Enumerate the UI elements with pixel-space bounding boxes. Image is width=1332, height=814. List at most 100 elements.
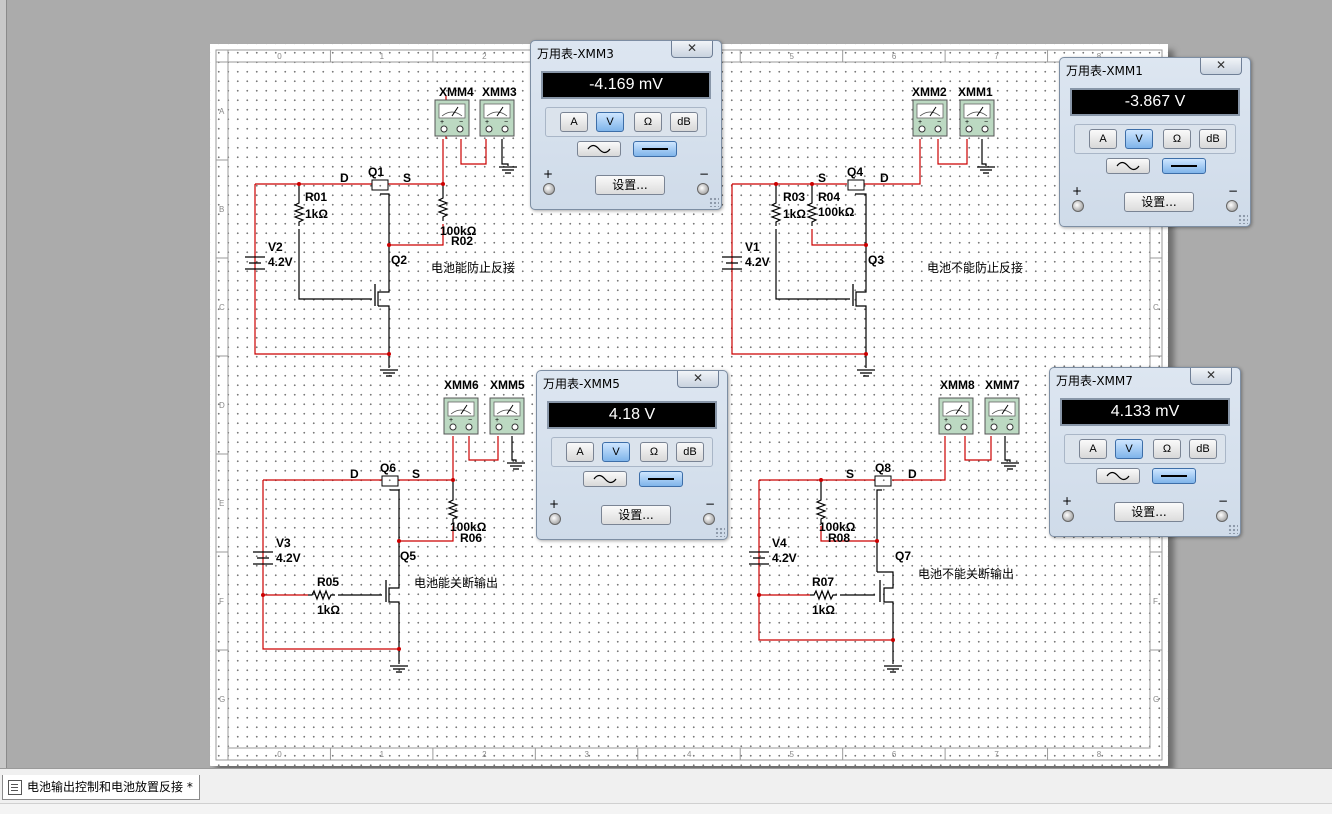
- v4-label: V4: [772, 536, 787, 550]
- dc-mode-button[interactable]: [1162, 158, 1206, 174]
- settings-button[interactable]: 设置...: [595, 175, 665, 195]
- positive-terminal[interactable]: [1062, 510, 1074, 522]
- xmm2-label: XMM2: [912, 85, 947, 99]
- multimeter-window-xmm1[interactable]: 万用表-XMM1 ✕ -3.867 V A V Ω dB + − 设置...: [1059, 57, 1251, 227]
- sheet-column-number: 3: [585, 750, 590, 759]
- db-mode-button[interactable]: dB: [676, 442, 704, 462]
- xmm4-label: XMM4: [439, 85, 474, 99]
- settings-button[interactable]: 设置...: [1114, 502, 1184, 522]
- r01-label: R01: [305, 190, 327, 204]
- sheet-row-letter: F: [219, 597, 224, 606]
- v3-label: V3: [276, 536, 291, 550]
- sheet-column-number: 7: [994, 750, 999, 759]
- ohmmeter-mode-button[interactable]: Ω: [634, 112, 662, 132]
- sheet-column-number: 5: [789, 750, 794, 759]
- voltmeter-mode-button[interactable]: V: [596, 112, 624, 132]
- q4-label: Q4: [847, 165, 863, 179]
- circuit-top-right: Q4 S D R03 1kΩ R04 100kΩ V1 4.2V Q3 XMM2…: [722, 85, 1023, 377]
- sheet-column-number: 6: [892, 52, 897, 61]
- sheet-column-number: 5: [789, 52, 794, 61]
- resize-grip[interactable]: [1228, 524, 1238, 534]
- workspace: + − 001122334455667788AABBCCDDEEFFGG: [0, 0, 1251, 772]
- v1-value: 4.2V: [745, 255, 770, 269]
- voltmeter-mode-button[interactable]: V: [1115, 439, 1143, 459]
- q1-source-label: S: [403, 171, 411, 185]
- positive-terminal[interactable]: [543, 183, 555, 195]
- note-bottom-left: 电池能关断输出: [414, 575, 498, 590]
- ammeter-mode-button[interactable]: A: [1079, 439, 1107, 459]
- ammeter-mode-button[interactable]: A: [1089, 129, 1117, 149]
- status-strip: [0, 803, 1332, 814]
- settings-button[interactable]: 设置...: [601, 505, 671, 525]
- sheet-column-number: 1: [380, 750, 385, 759]
- sheet-row-letter: C: [1153, 303, 1159, 312]
- ac-mode-button[interactable]: [1106, 158, 1150, 174]
- ac-mode-button[interactable]: [583, 471, 627, 487]
- dc-mode-button[interactable]: [639, 471, 683, 487]
- positive-terminal[interactable]: [549, 513, 561, 525]
- resize-grip[interactable]: [709, 197, 719, 207]
- xmm7-label: XMM7: [985, 378, 1020, 392]
- xmm1-label: XMM1: [958, 85, 993, 99]
- mode-panel: A V Ω dB: [1074, 124, 1236, 154]
- negative-terminal[interactable]: [703, 513, 715, 525]
- mode-panel: A V Ω dB: [1064, 434, 1226, 464]
- sine-wave-icon: [1116, 161, 1140, 171]
- positive-terminal[interactable]: [1072, 200, 1084, 212]
- sine-wave-icon: [1106, 471, 1130, 481]
- left-panel-edge: [0, 0, 7, 768]
- voltmeter-mode-button[interactable]: V: [1125, 129, 1153, 149]
- document-tab[interactable]: 电池输出控制和电池放置反接 *: [2, 775, 200, 800]
- close-button[interactable]: ✕: [1200, 58, 1242, 75]
- ohmmeter-mode-button[interactable]: Ω: [640, 442, 668, 462]
- r08-value: 100kΩ: [819, 520, 856, 534]
- ohmmeter-mode-button[interactable]: Ω: [1163, 129, 1191, 149]
- multimeter-window-xmm5[interactable]: 万用表-XMM5 ✕ 4.18 V A V Ω dB + − 设置...: [536, 370, 728, 540]
- ammeter-mode-button[interactable]: A: [566, 442, 594, 462]
- multimeter-window-xmm7[interactable]: 万用表-XMM7 ✕ 4.133 mV A V Ω dB + − 设置...: [1049, 367, 1241, 537]
- negative-terminal[interactable]: [697, 183, 709, 195]
- close-button[interactable]: ✕: [671, 41, 713, 58]
- ammeter-mode-button[interactable]: A: [560, 112, 588, 132]
- v1-label: V1: [745, 240, 760, 254]
- xmm8-label: XMM8: [940, 378, 975, 392]
- sheet-column-number: 7: [994, 52, 999, 61]
- sheet-column-number: 0: [277, 750, 282, 759]
- close-button[interactable]: ✕: [1190, 368, 1232, 385]
- r07-value: 1kΩ: [812, 603, 835, 617]
- sheet-row-letter: A: [219, 107, 225, 116]
- q8-label: Q8: [875, 461, 891, 475]
- settings-button[interactable]: 设置...: [1124, 192, 1194, 212]
- note-top-right: 电池不能防止反接: [927, 260, 1023, 275]
- v2-value: 4.2V: [268, 255, 293, 269]
- voltmeter-mode-button[interactable]: V: [602, 442, 630, 462]
- q6-drain-label: D: [350, 467, 359, 481]
- close-button[interactable]: ✕: [677, 371, 719, 388]
- negative-terminal[interactable]: [1226, 200, 1238, 212]
- negative-terminal-label: −: [1227, 184, 1238, 198]
- resize-grip[interactable]: [1238, 214, 1248, 224]
- dc-mode-button[interactable]: [633, 141, 677, 157]
- ohmmeter-mode-button[interactable]: Ω: [1153, 439, 1181, 459]
- positive-terminal-label: +: [543, 167, 554, 181]
- sine-wave-icon: [587, 144, 611, 154]
- circuit-top-left: Q1 D S R01 1kΩ 100kΩ R02 V2 4.2V Q2 XMM4…: [245, 85, 518, 377]
- q1-label: Q1: [368, 165, 384, 179]
- document-tab-bar: 电池输出控制和电池放置反接 *: [0, 768, 1332, 814]
- db-mode-button[interactable]: dB: [1199, 129, 1227, 149]
- multimeter-window-xmm3[interactable]: 万用表-XMM3 ✕ -4.169 mV A V Ω dB + − 设置...: [530, 40, 722, 210]
- q2-label: Q2: [391, 253, 407, 267]
- ac-mode-button[interactable]: [577, 141, 621, 157]
- ac-mode-button[interactable]: [1096, 468, 1140, 484]
- mode-panel: A V Ω dB: [545, 107, 707, 137]
- xmm3-label: XMM3: [482, 85, 517, 99]
- multimeter-title: 万用表-XMM5: [543, 377, 620, 391]
- db-mode-button[interactable]: dB: [670, 112, 698, 132]
- resize-grip[interactable]: [715, 527, 725, 537]
- sheet-column-number: 8: [1097, 750, 1102, 759]
- multimeter-reading: 4.18 V: [547, 401, 717, 429]
- db-mode-button[interactable]: dB: [1189, 439, 1217, 459]
- negative-terminal[interactable]: [1216, 510, 1228, 522]
- dc-mode-button[interactable]: [1152, 468, 1196, 484]
- r04-value: 100kΩ: [818, 205, 855, 219]
